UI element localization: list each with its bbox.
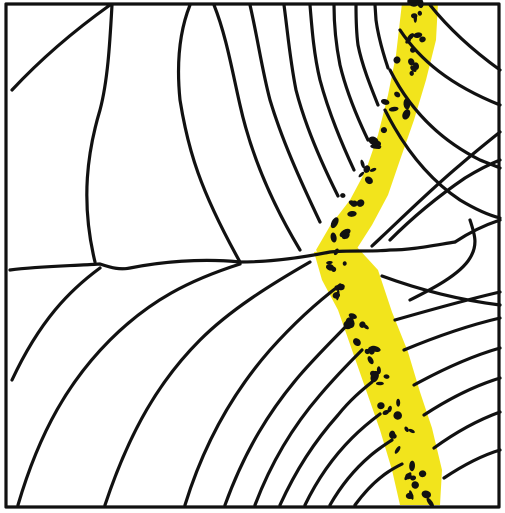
contour-line-lower-1 (12, 268, 100, 380)
contour-line-lower-7 (280, 382, 372, 505)
contour-line-10 (375, 5, 388, 68)
shear-band (314, 3, 442, 505)
contour-line-right-5 (424, 378, 500, 415)
contour-line-8 (334, 5, 368, 140)
contour-line-1 (12, 5, 110, 90)
contour-line-right-7 (444, 450, 500, 478)
contour-line-lower-5 (225, 320, 352, 505)
contour-line-lower-8 (305, 414, 380, 505)
contour-line-right-1 (382, 276, 500, 305)
band-inclusion (376, 382, 384, 386)
contour-line-right-6 (434, 412, 500, 448)
contour-line-2 (87, 5, 112, 262)
contour-line-6 (284, 5, 338, 196)
contour-line-lower-4 (185, 285, 340, 505)
contour-line-lower-2 (18, 264, 240, 505)
contour-line-3 (178, 5, 240, 262)
contour-line-lower-3 (105, 262, 310, 505)
contour-line-5 (250, 5, 320, 222)
band-inclusion (340, 193, 346, 198)
contour-line-right-4 (414, 348, 500, 385)
contour-line-right-3 (404, 318, 500, 350)
chevron-line-3 (455, 220, 500, 242)
chevron-upper-b (430, 5, 500, 70)
